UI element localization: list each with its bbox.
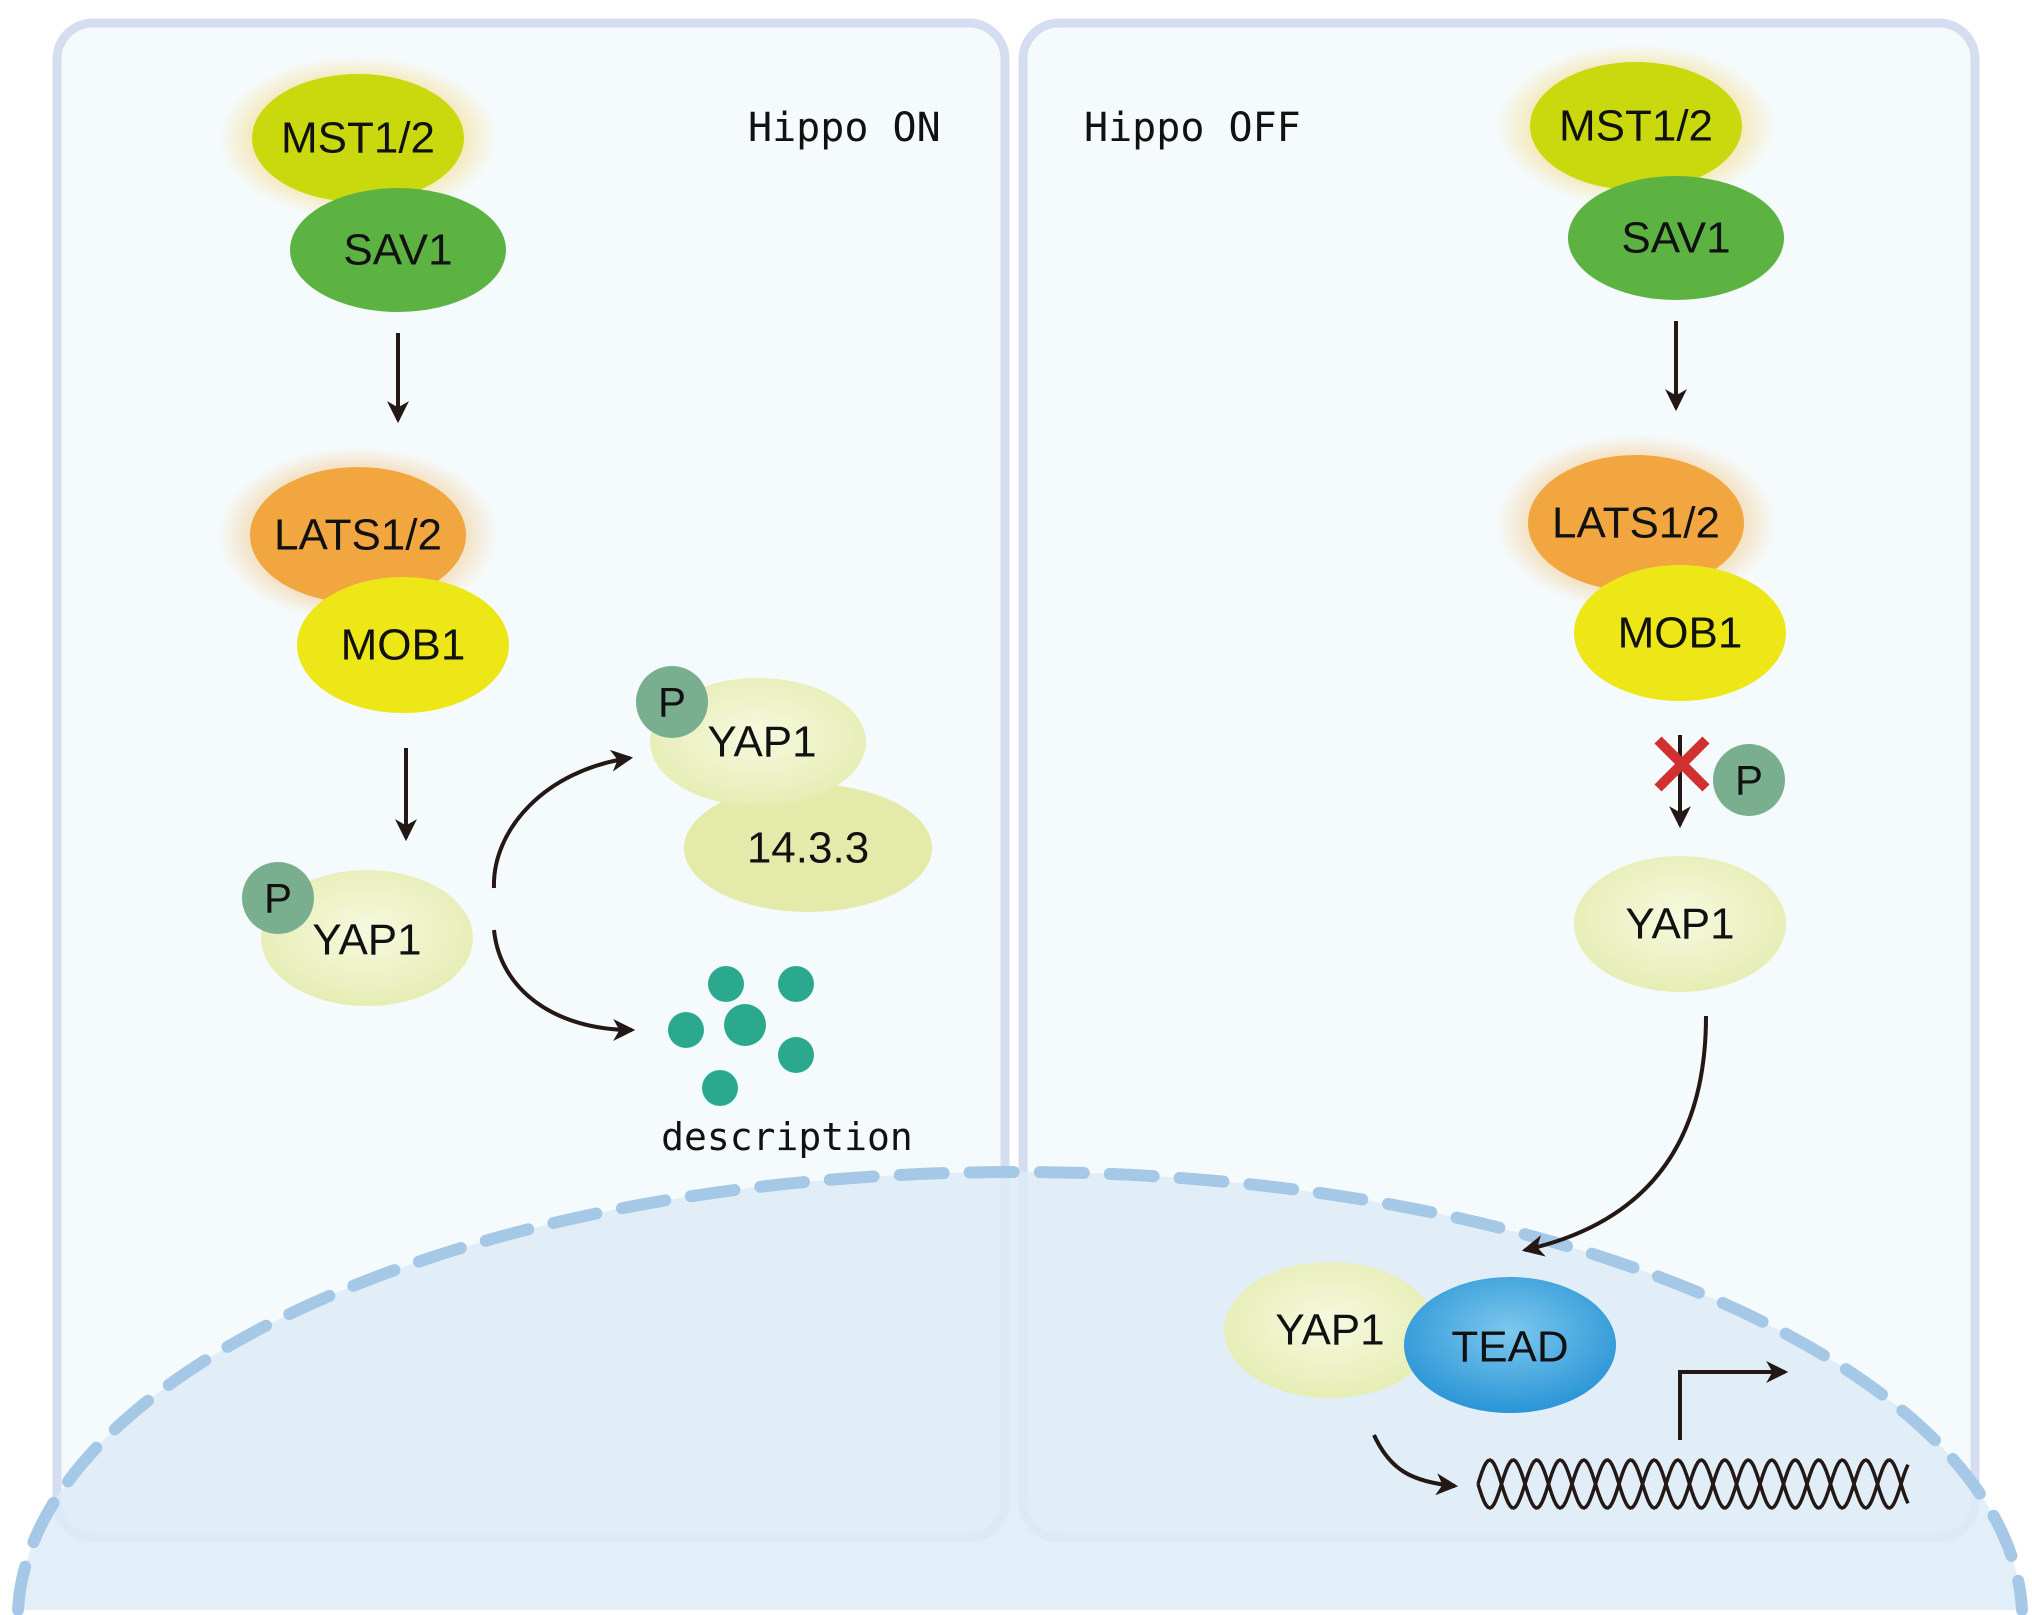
mst-oval-right xyxy=(1530,62,1742,190)
phospho-label-left: P xyxy=(264,875,292,922)
arrow-complex-to-dna xyxy=(1372,1434,1459,1496)
degradation-dot xyxy=(668,1012,704,1048)
degradation-dots xyxy=(668,966,814,1106)
dna-strand xyxy=(1476,1458,1910,1510)
mob-label-left: MOB1 xyxy=(341,621,466,670)
sav-label-right: SAV1 xyxy=(1621,214,1730,263)
lats-oval-left xyxy=(250,467,466,603)
tead-oval xyxy=(1404,1277,1616,1413)
phospho-circle-right xyxy=(1713,744,1785,816)
phospho-label-right: P xyxy=(1735,757,1763,804)
yap-label-nucleus: YAP1 xyxy=(1275,1306,1384,1355)
lats-label-left: LATS1/2 xyxy=(274,511,442,560)
arrow-yap-to-1433 xyxy=(491,749,634,889)
mob-oval-left xyxy=(297,577,509,713)
dna-helix-icon xyxy=(1476,1458,1910,1510)
p1433-oval xyxy=(684,784,932,912)
transcription-start-arrow xyxy=(1678,1361,1789,1440)
mst-label-left: MST1/2 xyxy=(281,114,435,163)
mst-label-right: MST1/2 xyxy=(1559,102,1713,151)
sav-label-left: SAV1 xyxy=(343,226,452,275)
yap-oval-left xyxy=(261,870,473,1006)
mst-oval-left xyxy=(252,74,464,202)
dna-strand xyxy=(1476,1458,1910,1510)
degradation-dot xyxy=(702,1070,738,1106)
yap-label-left: YAP1 xyxy=(312,916,421,965)
phospho-circle-complex xyxy=(636,666,708,738)
lats-oval-right xyxy=(1528,455,1744,591)
sav-oval-right xyxy=(1568,176,1784,300)
arrow-yap-to-degradation xyxy=(492,929,636,1041)
arrow-yap-to-nucleus xyxy=(1521,1015,1708,1257)
lats-label-right: LATS1/2 xyxy=(1552,499,1720,548)
yap-label-complex: YAP1 xyxy=(707,718,816,767)
yap-label-right: YAP1 xyxy=(1625,900,1734,949)
tead-label: TEAD xyxy=(1451,1323,1568,1372)
nucleus-membrane xyxy=(12,1165,2028,1615)
degradation-dot xyxy=(708,966,744,1002)
degradation-label: description xyxy=(661,1115,913,1159)
phospho-label-complex: P xyxy=(658,679,686,726)
yap-oval-nucleus xyxy=(1224,1262,1436,1398)
title-hippo-on: Hippo ON xyxy=(748,105,941,151)
p1433-label: 14.3.3 xyxy=(747,824,869,873)
degradation-dot xyxy=(724,1004,766,1046)
mob-oval-right xyxy=(1574,565,1786,701)
degradation-dot xyxy=(778,1037,814,1073)
title-hippo-off: Hippo OFF xyxy=(1084,105,1301,151)
sav-oval-left xyxy=(290,188,506,312)
block-x-icon xyxy=(1654,736,1710,792)
mob-label-right: MOB1 xyxy=(1618,609,1743,658)
degradation-dot xyxy=(778,966,814,1002)
yap-oval-right xyxy=(1574,856,1786,992)
phospho-circle-left xyxy=(242,862,314,934)
